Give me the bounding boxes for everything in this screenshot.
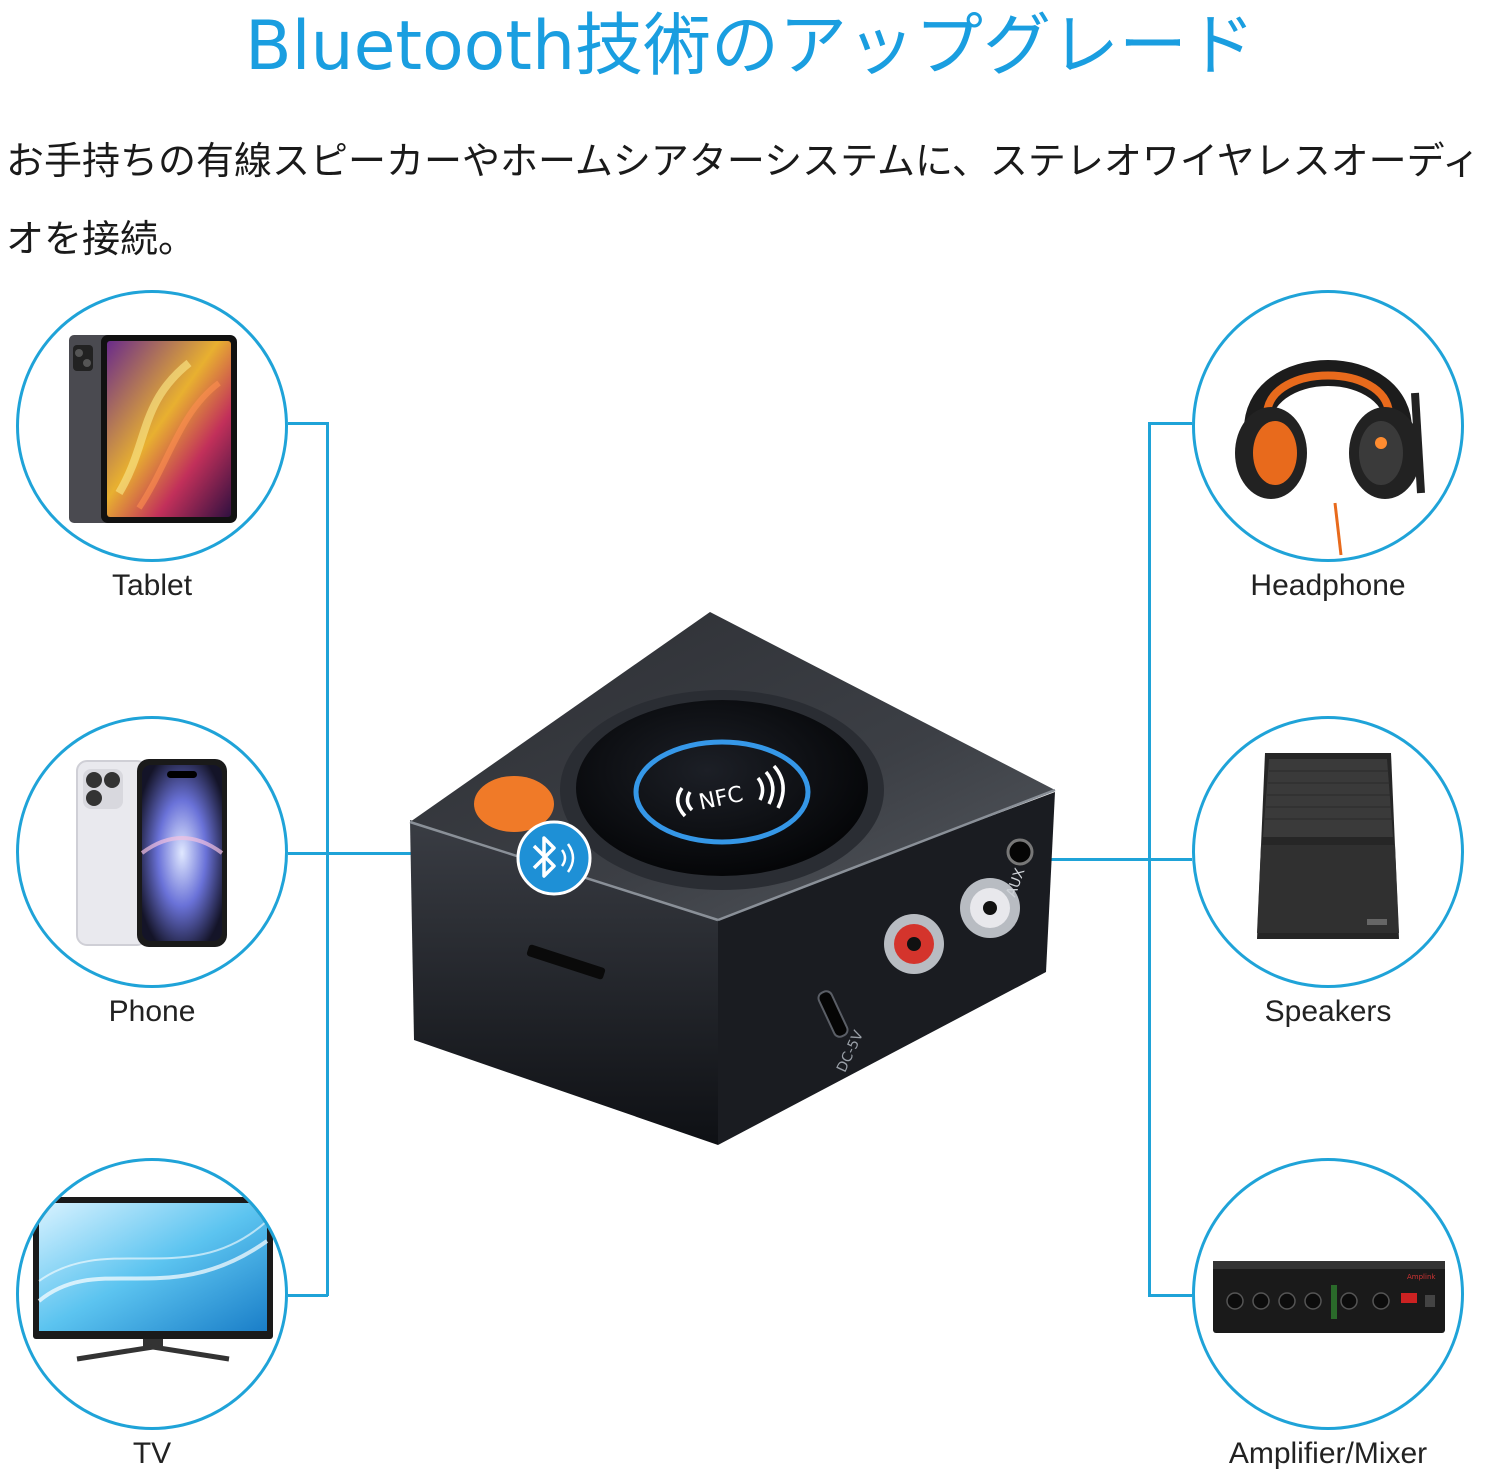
aux-port bbox=[1006, 838, 1034, 866]
connector-left-top bbox=[288, 422, 328, 425]
speaker-icon bbox=[1257, 753, 1399, 939]
page-title: Bluetooth技術のアップグレード bbox=[244, 7, 1256, 86]
connector-left-bottom bbox=[288, 1294, 328, 1297]
nfc-glow-ring bbox=[633, 739, 811, 845]
phone-label: Phone bbox=[108, 995, 196, 1028]
headphone-label: Headphone bbox=[1250, 569, 1406, 602]
connector-right-mid bbox=[1018, 858, 1192, 861]
bluetooth-badge bbox=[516, 820, 592, 896]
nfc-waves-icon bbox=[675, 764, 785, 818]
connector-left-mid bbox=[288, 852, 528, 855]
headphone-circle bbox=[1192, 290, 1464, 562]
tv-icon bbox=[33, 1197, 273, 1362]
tv-label: TV bbox=[132, 1437, 172, 1470]
tv-circle bbox=[16, 1158, 288, 1430]
connector-right-bottom bbox=[1148, 1294, 1192, 1297]
tablet-icon bbox=[69, 335, 237, 523]
power-button[interactable] bbox=[474, 776, 554, 832]
connector-left-vertical bbox=[326, 422, 329, 1296]
speakers-label: Speakers bbox=[1264, 995, 1392, 1028]
bluetooth-receiver: NFC DC-5V AUX bbox=[409, 612, 1056, 1145]
amplifier-icon: Amplink bbox=[1213, 1261, 1445, 1333]
phone-icon bbox=[76, 759, 227, 947]
nfc-disc[interactable] bbox=[576, 700, 868, 876]
connector-right-top bbox=[1148, 422, 1192, 425]
bluetooth-icon bbox=[532, 836, 556, 878]
receiver-right-side bbox=[718, 792, 1055, 1145]
amp-brand-text: Amplink bbox=[1407, 1273, 1436, 1281]
card-slot bbox=[526, 944, 606, 980]
amplifier-label: Amplifier/Mixer bbox=[1228, 1437, 1428, 1470]
page-description: お手持ちの有線スピーカーやホームシアターシステムに、ステレオワイヤレスオーディオ… bbox=[6, 139, 1481, 261]
tablet-label: Tablet bbox=[111, 569, 193, 602]
amplifier-circle: Amplink bbox=[1192, 1158, 1464, 1430]
receiver-front-side bbox=[410, 820, 718, 1145]
phone-circle bbox=[16, 716, 288, 988]
headphone-icon bbox=[1235, 360, 1425, 556]
tablet-circle bbox=[16, 290, 288, 562]
dc-port bbox=[817, 990, 849, 1038]
speakers-circle bbox=[1192, 716, 1464, 988]
